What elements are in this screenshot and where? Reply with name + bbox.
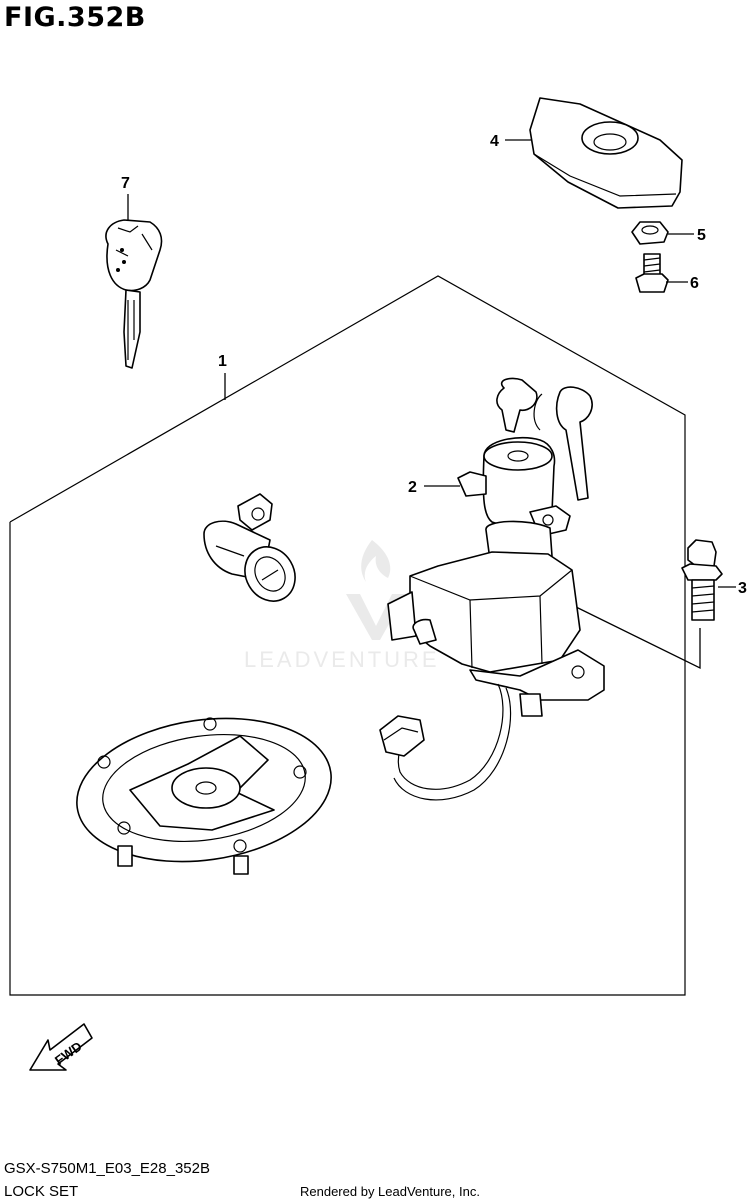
callout-4-label: 4 <box>490 133 499 150</box>
fuel-cap <box>76 717 332 875</box>
part-7-key: 7 <box>105 175 163 369</box>
section-name: LOCK SET <box>4 1183 79 1200</box>
part-6-bolt: 6 <box>635 253 699 293</box>
callout-1: 1 <box>218 353 227 400</box>
callout-1-label: 1 <box>218 353 227 370</box>
callout-3-label: 3 <box>738 580 747 597</box>
callout-2-label: 2 <box>408 479 417 496</box>
seat-lock <box>203 493 296 602</box>
fwd-arrow-icon: FWD <box>29 1023 93 1071</box>
part-3-bolt: 3 <box>573 539 747 670</box>
watermark-flame-icon <box>361 540 391 582</box>
watermark: LEADVENTURE <box>244 540 440 672</box>
figure-title: FIG.352B <box>4 2 146 33</box>
diagram-code: GSX-S750M1_E03_E28_352B <box>4 1160 210 1177</box>
callout-5-label: 5 <box>697 227 706 244</box>
rendered-by: Rendered by LeadVenture, Inc. <box>300 1184 480 1199</box>
part-4-cover: 4 <box>490 97 683 209</box>
watermark-text: LEADVENTURE <box>244 647 440 672</box>
callout-7-label: 7 <box>121 175 130 192</box>
part-5-nut: 5 <box>631 221 706 245</box>
callout-6-label: 6 <box>690 275 699 292</box>
part-2-ignition-switch: 2 <box>379 377 605 801</box>
assembly-frame <box>9 275 686 996</box>
